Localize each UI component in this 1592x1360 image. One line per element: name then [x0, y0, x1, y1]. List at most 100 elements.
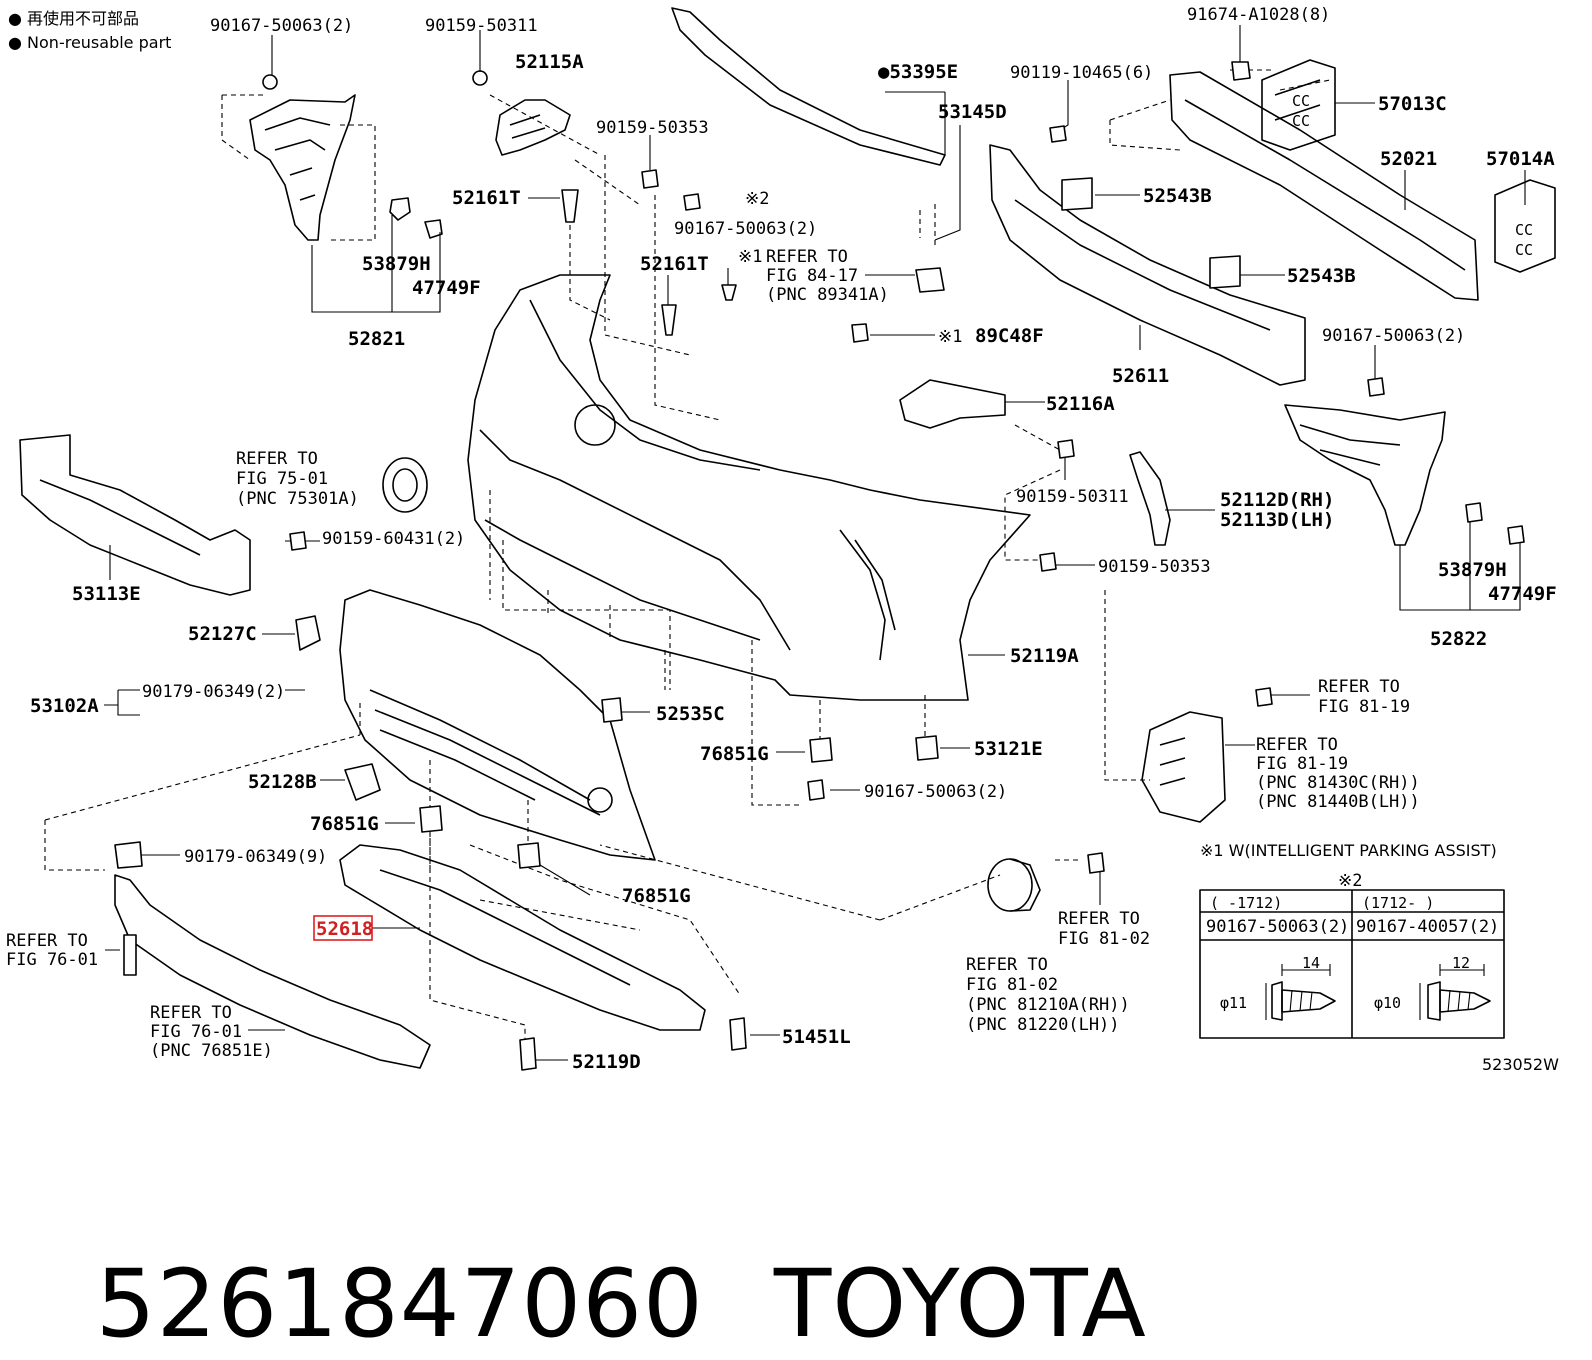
label-90159-50311-mid: 90159-50311	[1016, 487, 1129, 507]
label-52115a: 52115A	[515, 51, 584, 73]
label-refer-fig81-19b-3: (PNC 81430C(RH))	[1256, 773, 1420, 793]
label-52543b-1: 52543B	[1143, 185, 1212, 207]
undercover-52618-drawing	[339, 844, 706, 1031]
label-refer-fig76-01b-2: FIG 76-01	[150, 1022, 242, 1042]
label-52611: 52611	[1112, 365, 1169, 387]
screw-drawing-1	[1265, 964, 1336, 1021]
fastener-table: ※2 ( -1712) (1712- ) 90167-50063(2) 9016…	[1199, 871, 1505, 1039]
bracket-57013c-drawing: CC CC	[1261, 59, 1336, 151]
label-refer-fig81-02a-1: REFER TO	[1058, 909, 1140, 929]
label-52021: 52021	[1380, 148, 1437, 170]
label-53879h-right: 53879H	[1438, 559, 1507, 581]
table-col2-part: 90167-40057(2)	[1356, 917, 1499, 937]
label-57013c: 57013C	[1378, 93, 1447, 115]
label-mark2-small: ※2	[745, 189, 769, 209]
label-refer-fig76-01b-3: (PNC 76851E)	[150, 1041, 273, 1061]
label-refer-fig81-19b-1: REFER TO	[1256, 735, 1338, 755]
sensor-bracket-drawing	[1141, 711, 1226, 823]
label-refer-fig84-2: FIG 84-17	[766, 266, 858, 286]
label-52113d: 52113D(LH)	[1220, 509, 1334, 531]
label-refer-fig75-2: FIG 75-01	[236, 469, 328, 489]
label-53395e: ●53395E	[878, 61, 958, 83]
label-90167-50063-right: 90167-50063(2)	[1322, 326, 1465, 346]
label-90179-06349-2: 90179-06349(2)	[142, 682, 285, 702]
svg-text:CC: CC	[1515, 241, 1533, 259]
label-52535c: 52535C	[656, 703, 725, 725]
bracket-57014a-drawing: CC CC	[1494, 179, 1556, 273]
label-57014a: 57014A	[1486, 148, 1555, 170]
absorber-52611-drawing	[989, 144, 1306, 386]
label-refer-fig81-19a-1: REFER TO	[1318, 677, 1400, 697]
table-title: ※2	[1338, 871, 1362, 891]
label-refer-fig81-19a-2: FIG 81-19	[1318, 697, 1410, 717]
label-90167-50063-mid: 90167-50063(2)	[674, 219, 817, 239]
spoiler-76851e-drawing	[114, 874, 431, 1069]
label-refer-fig81-19b-2: FIG 81-19	[1256, 754, 1348, 774]
label-90167-50063-low: 90167-50063(2)	[864, 782, 1007, 802]
label-refer-fig75-3: (PNC 75301A)	[236, 489, 359, 509]
label-52112d: 52112D(RH)	[1220, 489, 1334, 511]
label-47749f-right: 47749F	[1488, 583, 1557, 605]
label-refer-fig81-02b-4: (PNC 81220(LH))	[966, 1015, 1120, 1035]
molding-52112d-drawing	[1129, 451, 1171, 546]
screw-drawing-2	[1419, 964, 1491, 1021]
label-76851g-3: 76851G	[622, 885, 691, 907]
figure-code: 523052W	[1482, 1055, 1559, 1074]
bracket-52821-drawing	[249, 74, 356, 241]
label-mark1-a: ※1	[738, 247, 762, 267]
parts-diagram: ● 再使用不可部品 ● Non-reusable part CC CC CC C…	[6, 5, 1559, 1074]
label-52127c: 52127C	[188, 623, 257, 645]
svg-text:CC: CC	[1292, 112, 1310, 130]
label-52116a: 52116A	[1046, 393, 1115, 415]
label-47749f-left: 47749F	[412, 277, 481, 299]
emblem-drawing	[382, 457, 428, 513]
label-90159-50311-top: 90159-50311	[425, 16, 538, 36]
label-53121e: 53121E	[974, 738, 1043, 760]
label-52161t-1: 52161T	[452, 187, 521, 209]
label-refer-fig84-3: (PNC 89341A)	[766, 285, 889, 305]
label-91674-a1028: 91674-A1028(8)	[1187, 5, 1330, 25]
svg-text:CC: CC	[1515, 221, 1533, 239]
label-51451l: 51451L	[782, 1026, 851, 1048]
label-76851g-2: 76851G	[310, 813, 379, 835]
label-52821: 52821	[348, 328, 405, 350]
label-52822: 52822	[1430, 628, 1487, 650]
label-52128b: 52128B	[248, 771, 317, 793]
footer-brand: TOYOTA	[773, 1250, 1147, 1359]
table-col1-part: 90167-50063(2)	[1206, 917, 1349, 937]
highlight-box-52618	[313, 915, 373, 941]
label-mark1-b: ※1	[938, 327, 962, 347]
table-col2-dia: φ10	[1374, 994, 1401, 1012]
label-refer-fig81-02b-2: FIG 81-02	[966, 975, 1058, 995]
label-53102a: 53102A	[30, 695, 99, 717]
label-52161t-2: 52161T	[640, 253, 709, 275]
panel-53113e-drawing	[19, 434, 251, 596]
bracket-52116a-drawing	[899, 379, 1006, 429]
label-refer-fig76-01a-1: REFER TO	[6, 931, 88, 951]
label-90179-06349-9: 90179-06349(9)	[184, 847, 327, 867]
label-90119-10465: 90119-10465(6)	[1010, 63, 1153, 83]
label-refer-fig81-19b-4: (PNC 81440B(LH))	[1256, 792, 1420, 812]
legend-line-1: ● 再使用不可部品	[8, 9, 139, 28]
label-refer-fig76-01b-1: REFER TO	[150, 1003, 232, 1023]
table-col2-length: 12	[1452, 954, 1470, 972]
label-90159-50353-top: 90159-50353	[596, 118, 709, 138]
label-refer-fig84-1: REFER TO	[766, 247, 848, 267]
bumper-cover-52119a-drawing	[467, 274, 1031, 701]
cap-52128b-drawing	[344, 763, 381, 801]
svg-text:CC: CC	[1292, 92, 1310, 110]
legend-line-2: ● Non-reusable part	[8, 33, 171, 52]
label-53113e: 53113E	[72, 583, 141, 605]
molding-53395e-drawing	[671, 7, 946, 166]
table-col1-header: ( -1712)	[1210, 894, 1282, 912]
label-52119a: 52119A	[1010, 645, 1079, 667]
label-refer-fig81-02b-3: (PNC 81210A(RH))	[966, 995, 1130, 1015]
label-52543b-2: 52543B	[1287, 265, 1356, 287]
label-53879h-left: 53879H	[362, 253, 431, 275]
label-90159-60431: 90159-60431(2)	[322, 529, 465, 549]
label-refer-fig76-01a-2: FIG 76-01	[6, 950, 98, 970]
label-52618: 52618	[316, 918, 373, 940]
dashed-connectors	[44, 69, 1331, 1040]
bracket-52115a-drawing	[472, 70, 571, 156]
